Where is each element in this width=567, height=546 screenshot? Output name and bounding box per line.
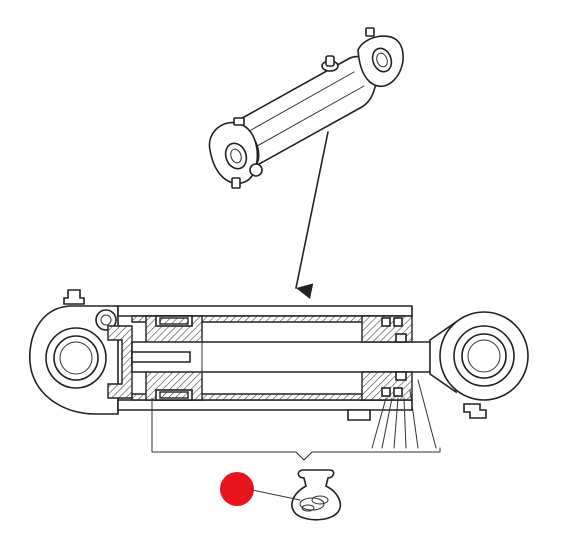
section-gland-wiper-top [395, 333, 407, 343]
section-piston-seal-top-ring [159, 317, 189, 325]
iso-front-side-port [249, 163, 263, 177]
section-rear-port [95, 309, 117, 331]
iso-bottom-fitting [231, 177, 241, 189]
seal-kit-callout [151, 447, 441, 521]
section-gland-seal-4 [393, 387, 403, 397]
section-front-bore-inner [467, 339, 501, 373]
isometric-view [208, 27, 404, 189]
section-gland-seal-2 [393, 317, 403, 327]
seal-kit-ring-3 [301, 504, 315, 512]
iso-front-rod-eye-bore [224, 142, 248, 170]
section-rear-grease-fitting [63, 289, 85, 305]
iso-rear-clevis-bore [371, 47, 393, 73]
section-piston-seal-bottom-ring [159, 391, 189, 399]
seal-kit-ring-2 [311, 495, 329, 505]
iso-barrel-shading [243, 71, 365, 151]
iso-top-port-stub [325, 55, 335, 67]
section-front-bore [461, 333, 507, 379]
iso-front-rod-eye-bore-inner [230, 148, 242, 164]
seal-kit-bag [291, 469, 342, 521]
section-barrel-bottom [117, 399, 413, 411]
section-rear-bore-inner [59, 341, 93, 375]
seal-kit-bracket [151, 447, 441, 461]
seal-kit-marker-leader [251, 489, 301, 501]
section-gland-seal-3 [381, 387, 391, 397]
section-front-grease-fitting [463, 403, 487, 419]
iso-rear-clevis-bore-inner [376, 52, 388, 68]
iso-rear-grease-fitting [365, 27, 375, 37]
leader-arrow [295, 131, 329, 300]
iso-front-grease-fitting [233, 117, 245, 126]
section-rear-port-inner [100, 314, 112, 326]
section-barrel-top [117, 305, 413, 317]
section-gland-seal-1 [381, 317, 391, 327]
section-rod-inner-step [131, 351, 191, 363]
cross-section-view [28, 289, 529, 449]
section-gland-wiper-bottom [395, 371, 407, 381]
section-rear-bore [53, 335, 99, 381]
section-bottom-port-boss [347, 409, 371, 421]
red-marker-dot [220, 472, 254, 506]
gland-seal-leaders [371, 379, 437, 449]
